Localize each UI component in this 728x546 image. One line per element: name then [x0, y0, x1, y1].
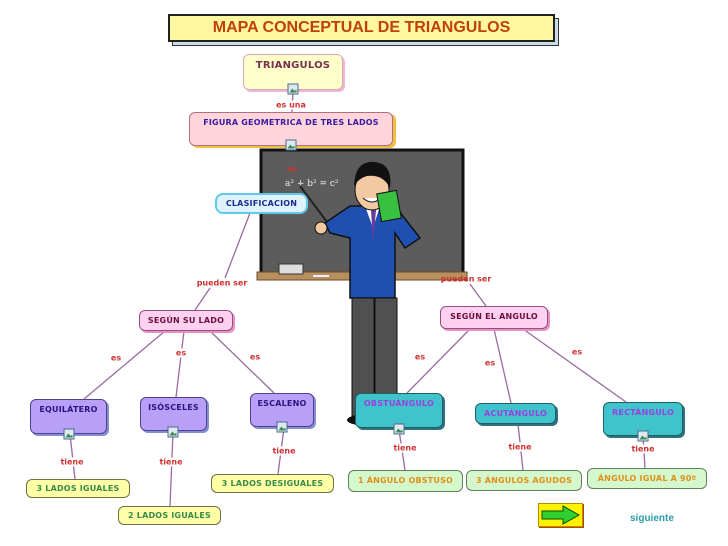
connector: [175, 330, 185, 398]
node-isosceles[interactable]: ISÓSCELES: [140, 397, 207, 431]
link-es: es: [248, 352, 262, 362]
link-tiene: tiene: [59, 457, 85, 467]
connector: [224, 212, 251, 279]
node-3-lados-desiguales[interactable]: 3 LADOS DESIGUALES: [211, 474, 334, 493]
teacher-chalkboard-illustration: a² + b² = c²: [256, 148, 468, 425]
node-3-lados-iguales[interactable]: 3 LADOS IGUALES: [26, 479, 130, 498]
link-tiene: tiene: [392, 443, 418, 453]
connector: [83, 330, 166, 400]
right-arrow-icon: [541, 505, 581, 525]
node-clasificacion[interactable]: CLASIFICACION: [215, 193, 308, 214]
node-acutangulo[interactable]: ACUTÁNGULO: [475, 403, 556, 424]
image-icon[interactable]: [276, 421, 288, 433]
connector: [406, 328, 471, 394]
connector: [194, 287, 211, 311]
image-icon[interactable]: [63, 428, 75, 440]
link-tiene: tiene: [507, 442, 533, 452]
image-icon[interactable]: [167, 426, 179, 438]
link-su: su: [286, 164, 298, 174]
node-1-angulo-obtuso[interactable]: 1 ÁNGULO OBSTUSO: [348, 470, 463, 492]
chalkboard-formula: a² + b² = c²: [285, 179, 339, 189]
next-button[interactable]: [538, 503, 583, 527]
link-pueden-ser: pueden ser: [195, 278, 249, 288]
link-es: es: [483, 358, 497, 368]
node-3-angulos-agudos[interactable]: 3 ÁNGULOS AGUDOS: [466, 470, 582, 491]
link-tiene: tiene: [630, 444, 656, 454]
link-tiene: tiene: [271, 446, 297, 456]
connector: [469, 283, 487, 307]
connector: [522, 328, 627, 403]
image-icon[interactable]: [285, 139, 297, 151]
next-link[interactable]: siguiente: [630, 513, 674, 524]
link-es: es: [109, 353, 123, 363]
link-pueden-ser: pueden ser: [440, 274, 492, 284]
node-segun-su-lado[interactable]: SEGÚN SU LADO: [139, 310, 233, 331]
connector: [69, 433, 76, 480]
link-es: es: [413, 352, 427, 362]
image-icon[interactable]: [287, 83, 299, 95]
connector: [493, 328, 512, 404]
node-angulo-igual-90[interactable]: ÁNGULO IGUAL A 90º: [587, 468, 707, 489]
node-2-lados-iguales[interactable]: 2 LADOS IGUALES: [118, 506, 221, 525]
link-es: es: [174, 348, 188, 358]
page-title: MAPA CONCEPTUAL DE TRIANGULOS: [168, 14, 555, 42]
image-icon[interactable]: [393, 423, 405, 435]
link-es-una: es una: [275, 100, 307, 110]
node-segun-el-angulo[interactable]: SEGÚN EL ANGULO: [440, 306, 548, 329]
connector: [209, 330, 275, 394]
link-es: es: [570, 347, 584, 357]
connector: [169, 431, 174, 507]
image-icon[interactable]: [637, 430, 649, 442]
node-obstuangulo[interactable]: OBSTUÁNGULO: [355, 393, 443, 428]
link-tiene: tiene: [158, 457, 184, 467]
